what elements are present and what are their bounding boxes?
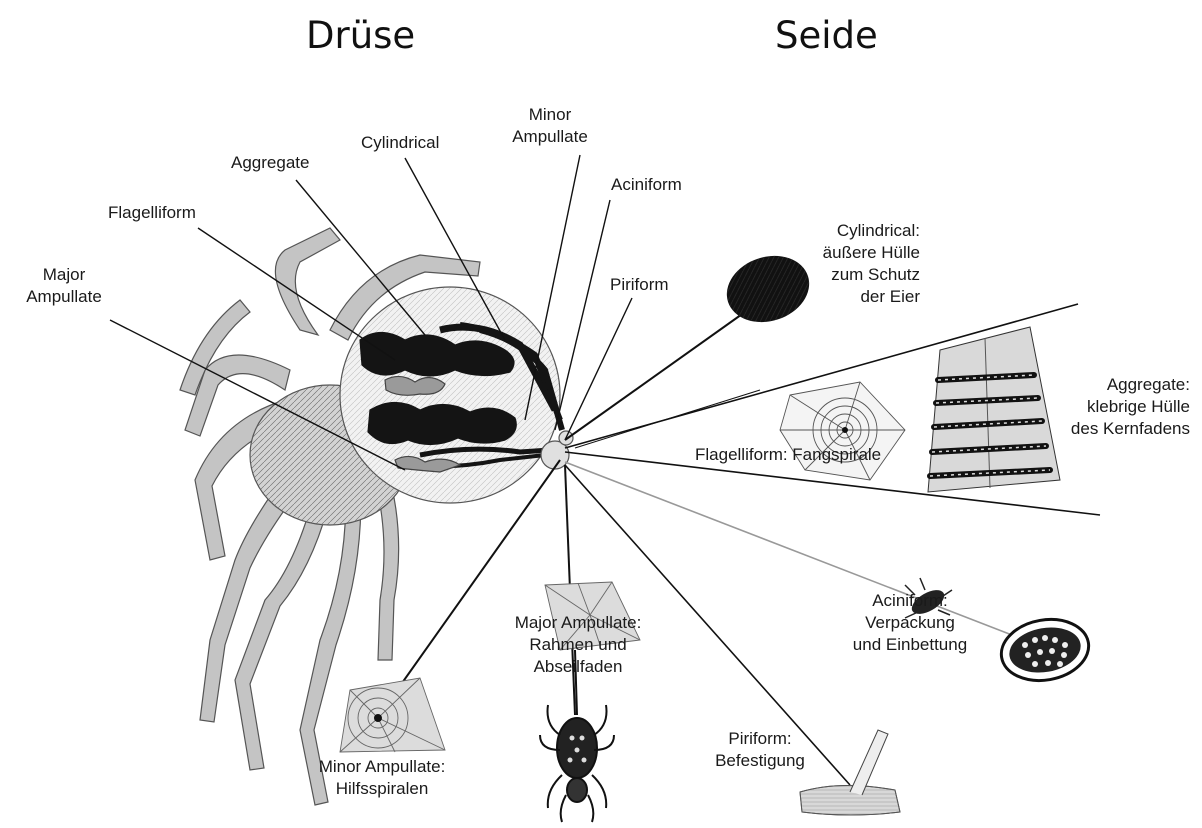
label-gland-flagelliform: Flagelliform xyxy=(108,202,196,224)
label-silk-minor-ampullate: Minor Ampullate: Hilfsspiralen xyxy=(282,756,482,800)
label-gland-major-ampullate: Major Ampullate xyxy=(14,264,114,308)
label-gland-aciniform: Aciniform xyxy=(611,174,682,196)
label-silk-piriform: Piriform: Befestigung xyxy=(690,728,830,772)
label-gland-aggregate: Aggregate xyxy=(231,152,309,174)
label-silk-major-ampullate: Major Ampullate: Rahmen und Abseilfaden xyxy=(478,612,678,678)
label-gland-cylindrical: Cylindrical xyxy=(361,132,439,154)
label-gland-minor-ampullate: Minor Ampullate xyxy=(500,104,600,148)
label-silk-aciniform: Aciniform: Verpackung und Einbettung xyxy=(790,590,1030,656)
heading-gland: Drüse xyxy=(306,14,415,57)
label-silk-flagelliform: Flagelliform: Fangspirale xyxy=(695,444,881,466)
auxiliary-spiral-web-icon xyxy=(340,678,445,752)
label-gland-piriform: Piriform xyxy=(610,274,669,296)
heading-silk: Seide xyxy=(775,14,878,57)
label-silk-aggregate: Aggregate: klebrige Hülle des Kernfadens xyxy=(1020,374,1190,440)
label-silk-cylindrical: Cylindrical: äußere Hülle zum Schutz der… xyxy=(770,220,920,308)
